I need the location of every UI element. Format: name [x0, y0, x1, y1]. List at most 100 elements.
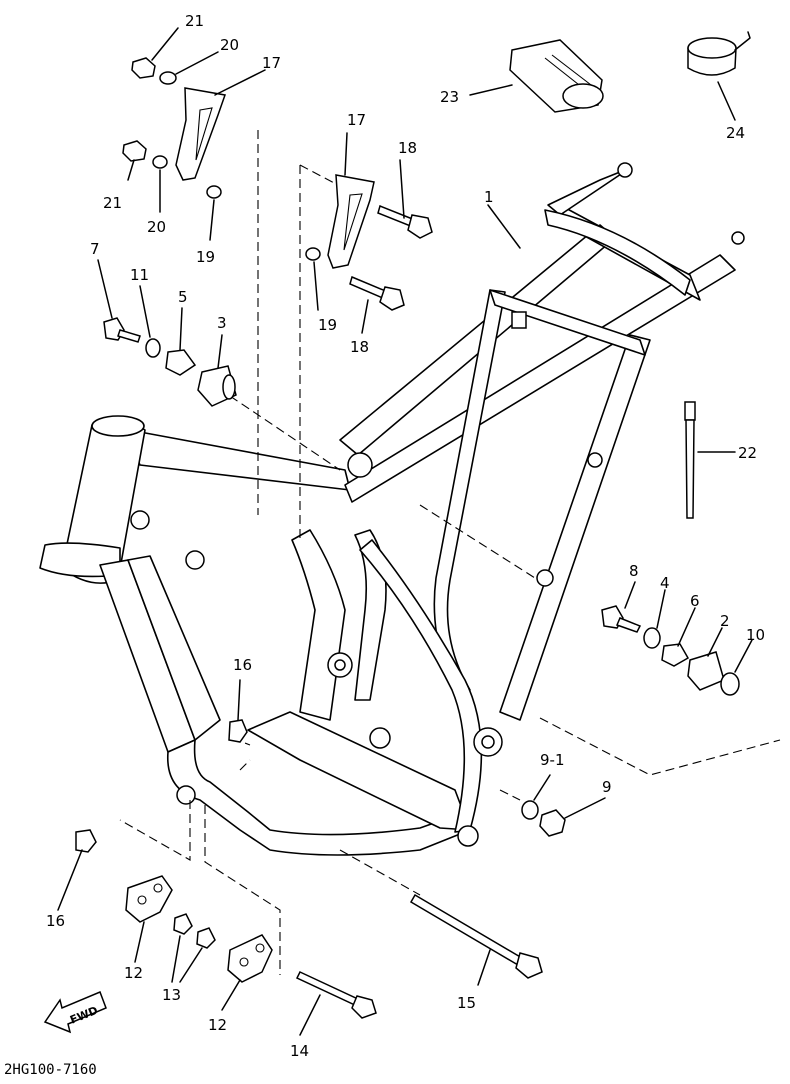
bracket-17-right-cutout [343, 193, 363, 251]
dash-9-1 [499, 789, 521, 801]
callout-22: 22 [738, 444, 757, 462]
callout-9-1: 9-1 [540, 751, 565, 769]
bracket-17-left [175, 87, 226, 181]
bracket-17-left-cutout [195, 107, 213, 161]
washer-4 [643, 627, 661, 649]
callout-18-upper: 18 [398, 139, 417, 157]
frame-assembly [39, 162, 745, 856]
rear-cross-plate [544, 209, 691, 296]
washer-19-left [206, 185, 222, 199]
bolt-18-upper [377, 204, 433, 239]
rear-side-bar [547, 167, 631, 216]
center-spar-left [291, 529, 346, 721]
cap-24 [687, 31, 751, 76]
dash-12b [204, 805, 281, 975]
rear-tab [511, 311, 527, 329]
callout-1: 1 [484, 188, 494, 206]
bolt-15 [409, 893, 543, 979]
dash-mount-3 [229, 395, 341, 471]
bolt-13-a [173, 913, 193, 935]
callout-16-lower: 16 [46, 912, 65, 930]
diagram-code: 2HG100-7160 [4, 1062, 97, 1078]
callout-19-right: 19 [318, 316, 337, 334]
nut-21-lower [122, 140, 147, 162]
callout-7: 7 [90, 240, 100, 258]
front-upper-boss [185, 550, 205, 570]
head-pipe-top [91, 415, 145, 437]
callout-16-upper: 16 [233, 656, 252, 674]
callout-10: 10 [746, 626, 765, 644]
top-plate-boss [347, 452, 373, 478]
dash-12a [119, 800, 191, 861]
bush-2 [687, 651, 725, 691]
rear-lower-boss [457, 825, 479, 847]
bolt-18-lower [349, 275, 405, 311]
collar-5 [165, 349, 197, 376]
callout-5: 5 [178, 288, 188, 306]
callout-4: 4 [660, 574, 670, 592]
head-gusset-hole [130, 510, 150, 530]
callout-11: 11 [130, 266, 149, 284]
lower-right-loop [359, 539, 483, 833]
callout-8: 8 [629, 562, 639, 580]
dash-shock [419, 504, 536, 579]
callout-13: 13 [162, 986, 181, 1004]
nut-16-lower [75, 829, 97, 853]
callout-24: 24 [726, 124, 745, 142]
callout-6: 6 [690, 592, 700, 610]
callout-21-upper: 21 [185, 12, 204, 30]
nut-16-upper [228, 719, 248, 743]
washer-20-lower [152, 155, 168, 169]
bolt-8 [601, 605, 642, 633]
bush-3-face [222, 374, 236, 400]
callout-20-lower: 20 [147, 218, 166, 236]
cable-tie-22 [684, 401, 696, 519]
bolt-13-b [196, 927, 216, 949]
washer-10 [720, 672, 740, 696]
sub-frame-crossbar [489, 289, 646, 356]
lower-cross-member [247, 711, 471, 831]
leader-lines [57, 27, 753, 1036]
washer-20-upper [159, 71, 177, 85]
front-lower-boss [176, 785, 196, 805]
callout-17-left: 17 [262, 54, 281, 72]
nut-9 [539, 809, 566, 837]
band-23 [509, 39, 604, 113]
callout-15: 15 [457, 994, 476, 1012]
assembly-lines [119, 130, 781, 975]
dash-15 [339, 849, 421, 896]
callout-3: 3 [217, 314, 227, 332]
callout-20-upper: 20 [220, 36, 239, 54]
dash-17b-top [299, 164, 339, 186]
engine-mount-boss [369, 727, 391, 749]
callout-19-left: 19 [196, 248, 215, 266]
callout-14: 14 [290, 1042, 309, 1060]
bracket-17-right [327, 174, 375, 269]
fwd-arrow: FWD [43, 991, 107, 1034]
washer-11 [145, 338, 161, 358]
callout-17-right: 17 [347, 111, 366, 129]
callout-21-lower: 21 [103, 194, 122, 212]
rear-end-cap [617, 162, 633, 178]
frame-top-tube [129, 431, 351, 491]
callout-12-left: 12 [124, 964, 143, 982]
shock-mount-tab [536, 569, 554, 587]
down-tube-right [127, 555, 221, 741]
rear-end-cap-right [731, 231, 745, 245]
washer-19-right [305, 247, 321, 261]
dash-9-10 [539, 717, 781, 776]
callout-23: 23 [440, 88, 459, 106]
bolt-7 [103, 317, 141, 343]
bolt-14 [295, 971, 377, 1019]
pivot-hole-right [481, 735, 495, 749]
plate-12-left [125, 875, 173, 923]
dash-16a-b [239, 759, 251, 771]
pivot-hole-left [334, 659, 346, 671]
callout-2: 2 [720, 612, 730, 630]
plate-12-right [227, 934, 273, 983]
washer-9-1 [521, 800, 539, 820]
side-tab [587, 452, 603, 468]
callout-18-lower: 18 [350, 338, 369, 356]
